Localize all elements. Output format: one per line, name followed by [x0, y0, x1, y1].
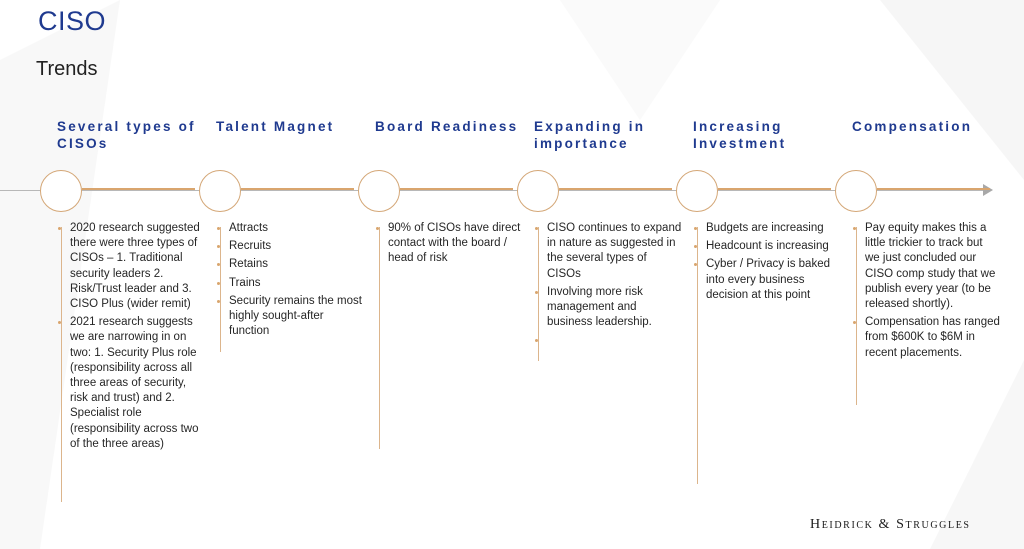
timeline-node — [517, 170, 559, 212]
trend-column-talent-magnet: Talent Magnet Attracts Recruits Retains … — [199, 0, 366, 549]
timeline-segment — [400, 188, 513, 190]
list-item: Budgets are increasing — [694, 221, 841, 236]
list-item: Headcount is increasing — [694, 239, 841, 254]
timeline-node — [835, 170, 877, 212]
list-item: 90% of CISOs have direct contact with th… — [376, 221, 523, 267]
list-item: Retains — [217, 257, 364, 272]
list-item: Trains — [217, 276, 364, 291]
bullet-icon — [217, 281, 220, 285]
column-divider — [379, 227, 380, 449]
bullet-list: Budgets are increasing Headcount is incr… — [694, 221, 841, 306]
list-item — [535, 333, 682, 348]
column-divider — [61, 227, 62, 502]
list-item: Security remains the most highly sought-… — [217, 294, 364, 340]
timeline-segment — [718, 188, 831, 190]
timeline-segment — [877, 188, 990, 190]
bullet-icon — [694, 263, 697, 267]
trend-column-several-types: Several types of CISOs 2020 research sug… — [40, 0, 207, 549]
timeline-segment — [559, 188, 672, 190]
bullet-icon — [853, 227, 856, 230]
company-logo: Heidrick & Struggles — [810, 517, 971, 533]
timeline-segment — [82, 188, 195, 190]
page-title: CISO — [38, 6, 107, 36]
bullet-list: Attracts Recruits Retains Trains Securit… — [217, 221, 364, 342]
bullet-icon — [694, 227, 697, 230]
bullet-icon — [58, 227, 61, 230]
page-subtitle: Trends — [36, 58, 98, 80]
timeline-node — [358, 170, 400, 212]
column-divider — [697, 227, 698, 484]
timeline-segment — [241, 188, 354, 190]
trend-heading: Increasing Investment — [693, 119, 787, 151]
trend-heading: Expanding in importance — [534, 119, 646, 151]
timeline-node — [199, 170, 241, 212]
trend-column-compensation: Compensation Pay equity makes this a lit… — [835, 0, 1002, 549]
list-item: Involving more risk management and busin… — [535, 285, 682, 331]
bullet-icon — [694, 245, 697, 249]
bullet-icon — [535, 290, 538, 294]
list-item: 2020 research suggested there were three… — [58, 221, 205, 312]
trend-heading: Talent Magnet — [216, 119, 335, 134]
list-item: Recruits — [217, 239, 364, 254]
trend-heading: Several types of CISOs — [57, 119, 196, 151]
logo-text: Heidrick & Struggles — [810, 517, 971, 532]
timeline-line — [0, 190, 985, 191]
list-item: Cyber / Privacy is baked into every busi… — [694, 257, 841, 303]
trend-heading: Compensation — [852, 119, 973, 134]
list-item: Pay equity makes this a little trickier … — [853, 221, 1000, 312]
column-divider — [220, 227, 221, 352]
bullet-icon — [58, 321, 61, 325]
trend-column-increasing-investment: Increasing Investment Budgets are increa… — [676, 0, 843, 549]
list-item: Compensation has ranged from $600K to $6… — [853, 315, 1000, 361]
timeline-node — [40, 170, 82, 212]
bullet-list: Pay equity makes this a little trickier … — [853, 221, 1000, 364]
bullet-icon — [217, 299, 220, 303]
column-divider — [538, 227, 539, 361]
list-item: 2021 research suggests we are narrowing … — [58, 315, 205, 452]
bullet-icon — [376, 227, 379, 230]
timeline-node — [676, 170, 718, 212]
trend-heading: Board Readiness — [375, 119, 519, 134]
timeline-arrow-icon — [983, 184, 993, 196]
bullet-list: 2020 research suggested there were three… — [58, 221, 205, 455]
list-item: CISO continues to expand in nature as su… — [535, 221, 682, 282]
trend-column-expanding-importance: Expanding in importance CISO continues t… — [517, 0, 684, 549]
bullet-icon — [535, 339, 538, 343]
bullet-icon — [853, 321, 856, 325]
bullet-icon — [217, 263, 220, 267]
bullet-icon — [535, 227, 538, 230]
bullet-icon — [217, 227, 220, 230]
bullet-icon — [217, 245, 220, 249]
column-divider — [856, 227, 857, 405]
bullet-list: 90% of CISOs have direct contact with th… — [376, 221, 523, 270]
trend-column-board-readiness: Board Readiness 90% of CISOs have direct… — [358, 0, 525, 549]
list-item: Attracts — [217, 221, 364, 236]
bullet-list: CISO continues to expand in nature as su… — [535, 221, 682, 351]
